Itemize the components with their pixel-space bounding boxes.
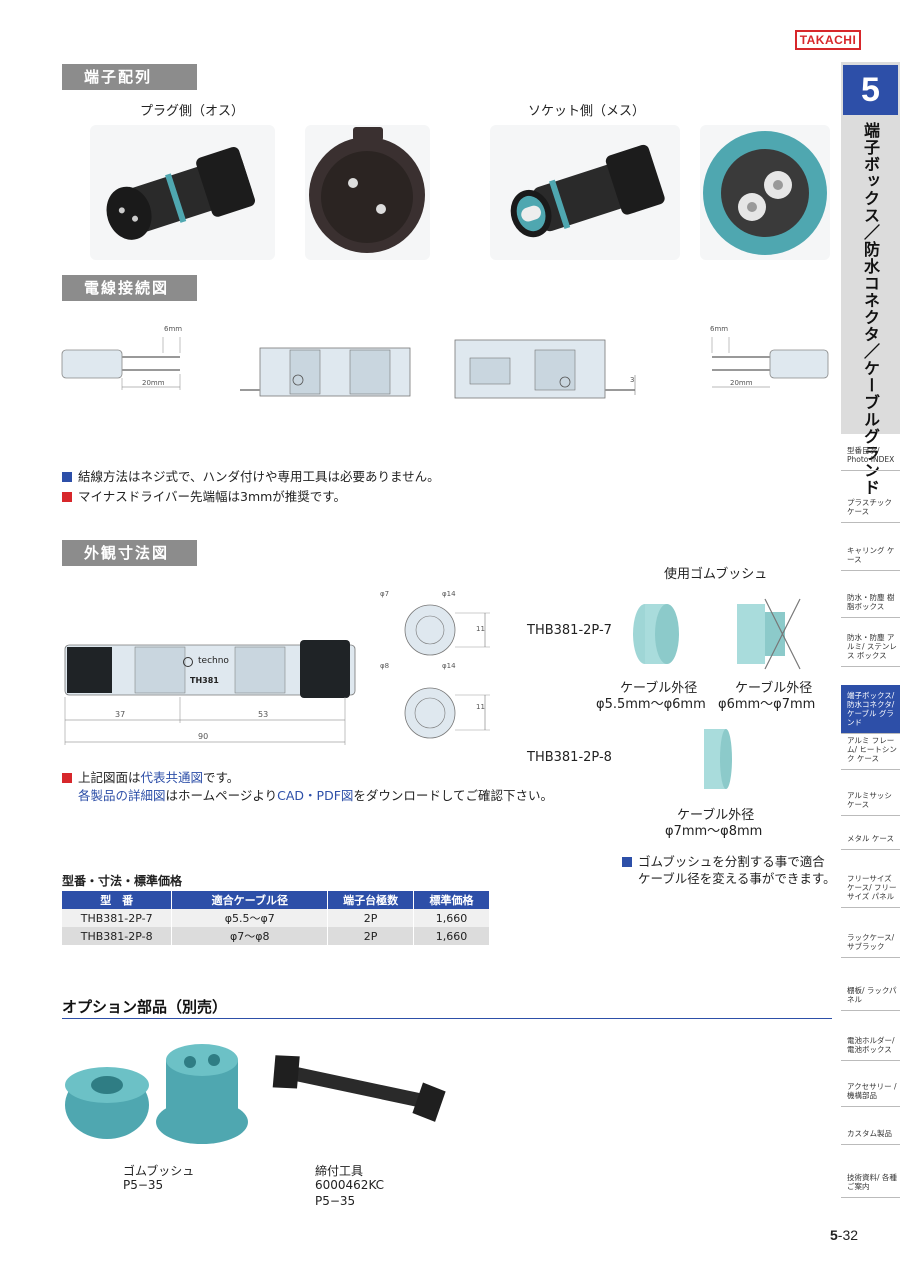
col-poles: 端子台極数	[327, 891, 415, 909]
option-tool-image	[272, 1055, 446, 1122]
blue-square-icon	[62, 472, 72, 482]
section-dimensions: 外観寸法図	[62, 540, 197, 566]
col-cable: 適合ケーブル径	[171, 891, 329, 909]
plug-image	[90, 125, 275, 260]
bushing-label-b: ケーブル外径	[735, 681, 813, 696]
drawing-note-1: 上記図面は代表共通図です。	[62, 768, 239, 788]
plug-face-image	[305, 125, 430, 260]
wiring-note-1: 結線方法はネジ式で、ハンダ付けや専用工具は必要ありません。	[62, 467, 440, 487]
side-index-item[interactable]: 棚板/ ラックパネル	[841, 980, 900, 1011]
bushing-8-image	[704, 729, 732, 789]
options-divider	[62, 1018, 832, 1019]
side-index-item[interactable]: 端子ボックス/ 防水コネクタ/ ケーブル グランド	[841, 685, 900, 734]
option-bushing-image	[65, 1044, 248, 1144]
col-price: 標準価格	[413, 891, 490, 909]
wiring-diagram	[61, 337, 829, 399]
dim-phi14-a: φ14	[442, 590, 456, 598]
drawing-model: TH381	[190, 676, 219, 685]
plug-caption: プラグ側（オス）	[140, 104, 245, 119]
dimension-drawing	[64, 604, 490, 745]
dim-20mm-left: 20mm	[142, 379, 165, 387]
side-index-item[interactable]: フリーサイズ ケース/ フリーサイズ パネル	[841, 868, 900, 908]
bushing-model-8: THB381-2P-8	[527, 750, 612, 765]
dim-3: 3	[630, 376, 635, 384]
table-row: THB381-2P-8 φ7～φ8 2P 1,660	[62, 927, 490, 945]
side-index-item[interactable]: アルミ フレーム/ ヒートシンク ケース	[841, 730, 900, 770]
page-number: 5-32	[830, 1227, 859, 1243]
bushing-range-a: φ5.5mm～φ6mm	[596, 697, 706, 712]
option-tool-code-2: P5−35	[315, 1194, 356, 1208]
drawing-brand: techno	[198, 656, 229, 666]
chapter-tab	[841, 62, 900, 434]
chapter-title: 端子ボックス／防水コネクタ／ケーブルグランド	[861, 122, 880, 496]
detail-drawing-link[interactable]: 各製品の詳細図	[78, 788, 166, 803]
col-model: 型 番	[62, 891, 173, 909]
blue-square-icon	[622, 857, 632, 867]
dim-phi14-b: φ14	[442, 662, 456, 670]
bushing-title: 使用ゴムブッシュ	[664, 567, 768, 582]
dim-phi8: φ8	[380, 662, 390, 670]
red-square-icon	[62, 492, 72, 502]
red-square-icon	[62, 773, 72, 783]
drawing-note-2: 各製品の詳細図はホームページよりCAD・PDF図をダウンロードしてご確認下さい。	[78, 788, 554, 803]
spec-table: 型 番 適合ケーブル径 端子台極数 標準価格 THB381-2P-7 φ5.5～…	[62, 891, 490, 945]
bushing-model-7: THB381-2P-7	[527, 623, 612, 638]
side-index-item[interactable]: プラスチック ケース	[841, 492, 900, 523]
side-index-item[interactable]: 技術資料/ 各種ご案内	[841, 1167, 900, 1198]
table-row: THB381-2P-7 φ5.5～φ7 2P 1,660	[62, 909, 490, 927]
bushing-label-c: ケーブル外径	[677, 808, 755, 823]
socket-face-image	[700, 125, 830, 260]
option-tool-code: 6000462KC	[315, 1178, 385, 1192]
socket-caption: ソケット側（メス）	[528, 104, 646, 119]
dim-6mm-right: 6mm	[710, 325, 729, 333]
option-tool-name: 締付工具	[315, 1164, 364, 1178]
side-index-item[interactable]: 電池ホルダー/ 電池ボックス	[841, 1030, 900, 1061]
options-title: オプション部品（別売）	[62, 998, 228, 1016]
option-bushing-name: ゴムブッシュ	[123, 1164, 195, 1178]
side-index-item[interactable]: 防水・防塵 アルミ/ ステンレス ボックス	[841, 627, 900, 667]
section-wiring: 電線接続図	[62, 275, 197, 301]
side-index-item[interactable]: 防水・防塵 樹脂ボックス	[841, 587, 900, 618]
common-drawing-link[interactable]: 代表共通図	[140, 770, 204, 785]
table-title: 型番・寸法・標準価格	[62, 874, 183, 888]
option-bushing-code: P5−35	[123, 1178, 164, 1192]
dim-90: 90	[198, 732, 209, 741]
dim-phi7: φ7	[380, 590, 390, 598]
bushing-note-2: ケーブル径を変える事ができます。	[638, 871, 836, 886]
side-index-item[interactable]: キャリング ケース	[841, 540, 900, 571]
bushing-label-a: ケーブル外径	[620, 681, 698, 696]
side-index-item[interactable]: アクセサリー /機構部品	[841, 1076, 900, 1107]
side-index-item[interactable]: アルミサッシ ケース	[841, 785, 900, 816]
dim-11-a: 11	[476, 625, 485, 633]
socket-image	[490, 125, 680, 260]
side-index-item[interactable]: 型番目次/ Photo INDEX	[841, 440, 900, 471]
dim-6mm-left: 6mm	[164, 325, 183, 333]
table-header-row: 型 番 適合ケーブル径 端子台極数 標準価格	[62, 891, 490, 909]
bushing-note: ゴムブッシュを分割する事で適合	[622, 852, 825, 872]
side-index-item[interactable]: カスタム製品	[841, 1123, 900, 1145]
takachi-logo: TAKACHI	[795, 30, 861, 50]
wiring-note-2: マイナスドライバー先端幅は3mmが推奨です。	[62, 487, 346, 507]
bushing-range-c: φ7mm～φ8mm	[665, 824, 763, 839]
cad-pdf-link[interactable]: CAD・PDF図	[277, 788, 354, 803]
bushing-range-b: φ6mm～φ7mm	[718, 697, 816, 712]
dim-20mm-right: 20mm	[730, 379, 753, 387]
dim-11-b: 11	[476, 703, 485, 711]
chapter-number: 5	[843, 65, 898, 115]
dim-53: 53	[258, 710, 269, 719]
bushing-7-image	[633, 598, 801, 670]
side-index-item[interactable]: ラックケース/ サブラック	[841, 927, 900, 958]
side-index-item[interactable]: メタル ケース	[841, 828, 900, 850]
section-terminal: 端子配列	[62, 64, 197, 90]
dim-37: 37	[115, 710, 126, 719]
